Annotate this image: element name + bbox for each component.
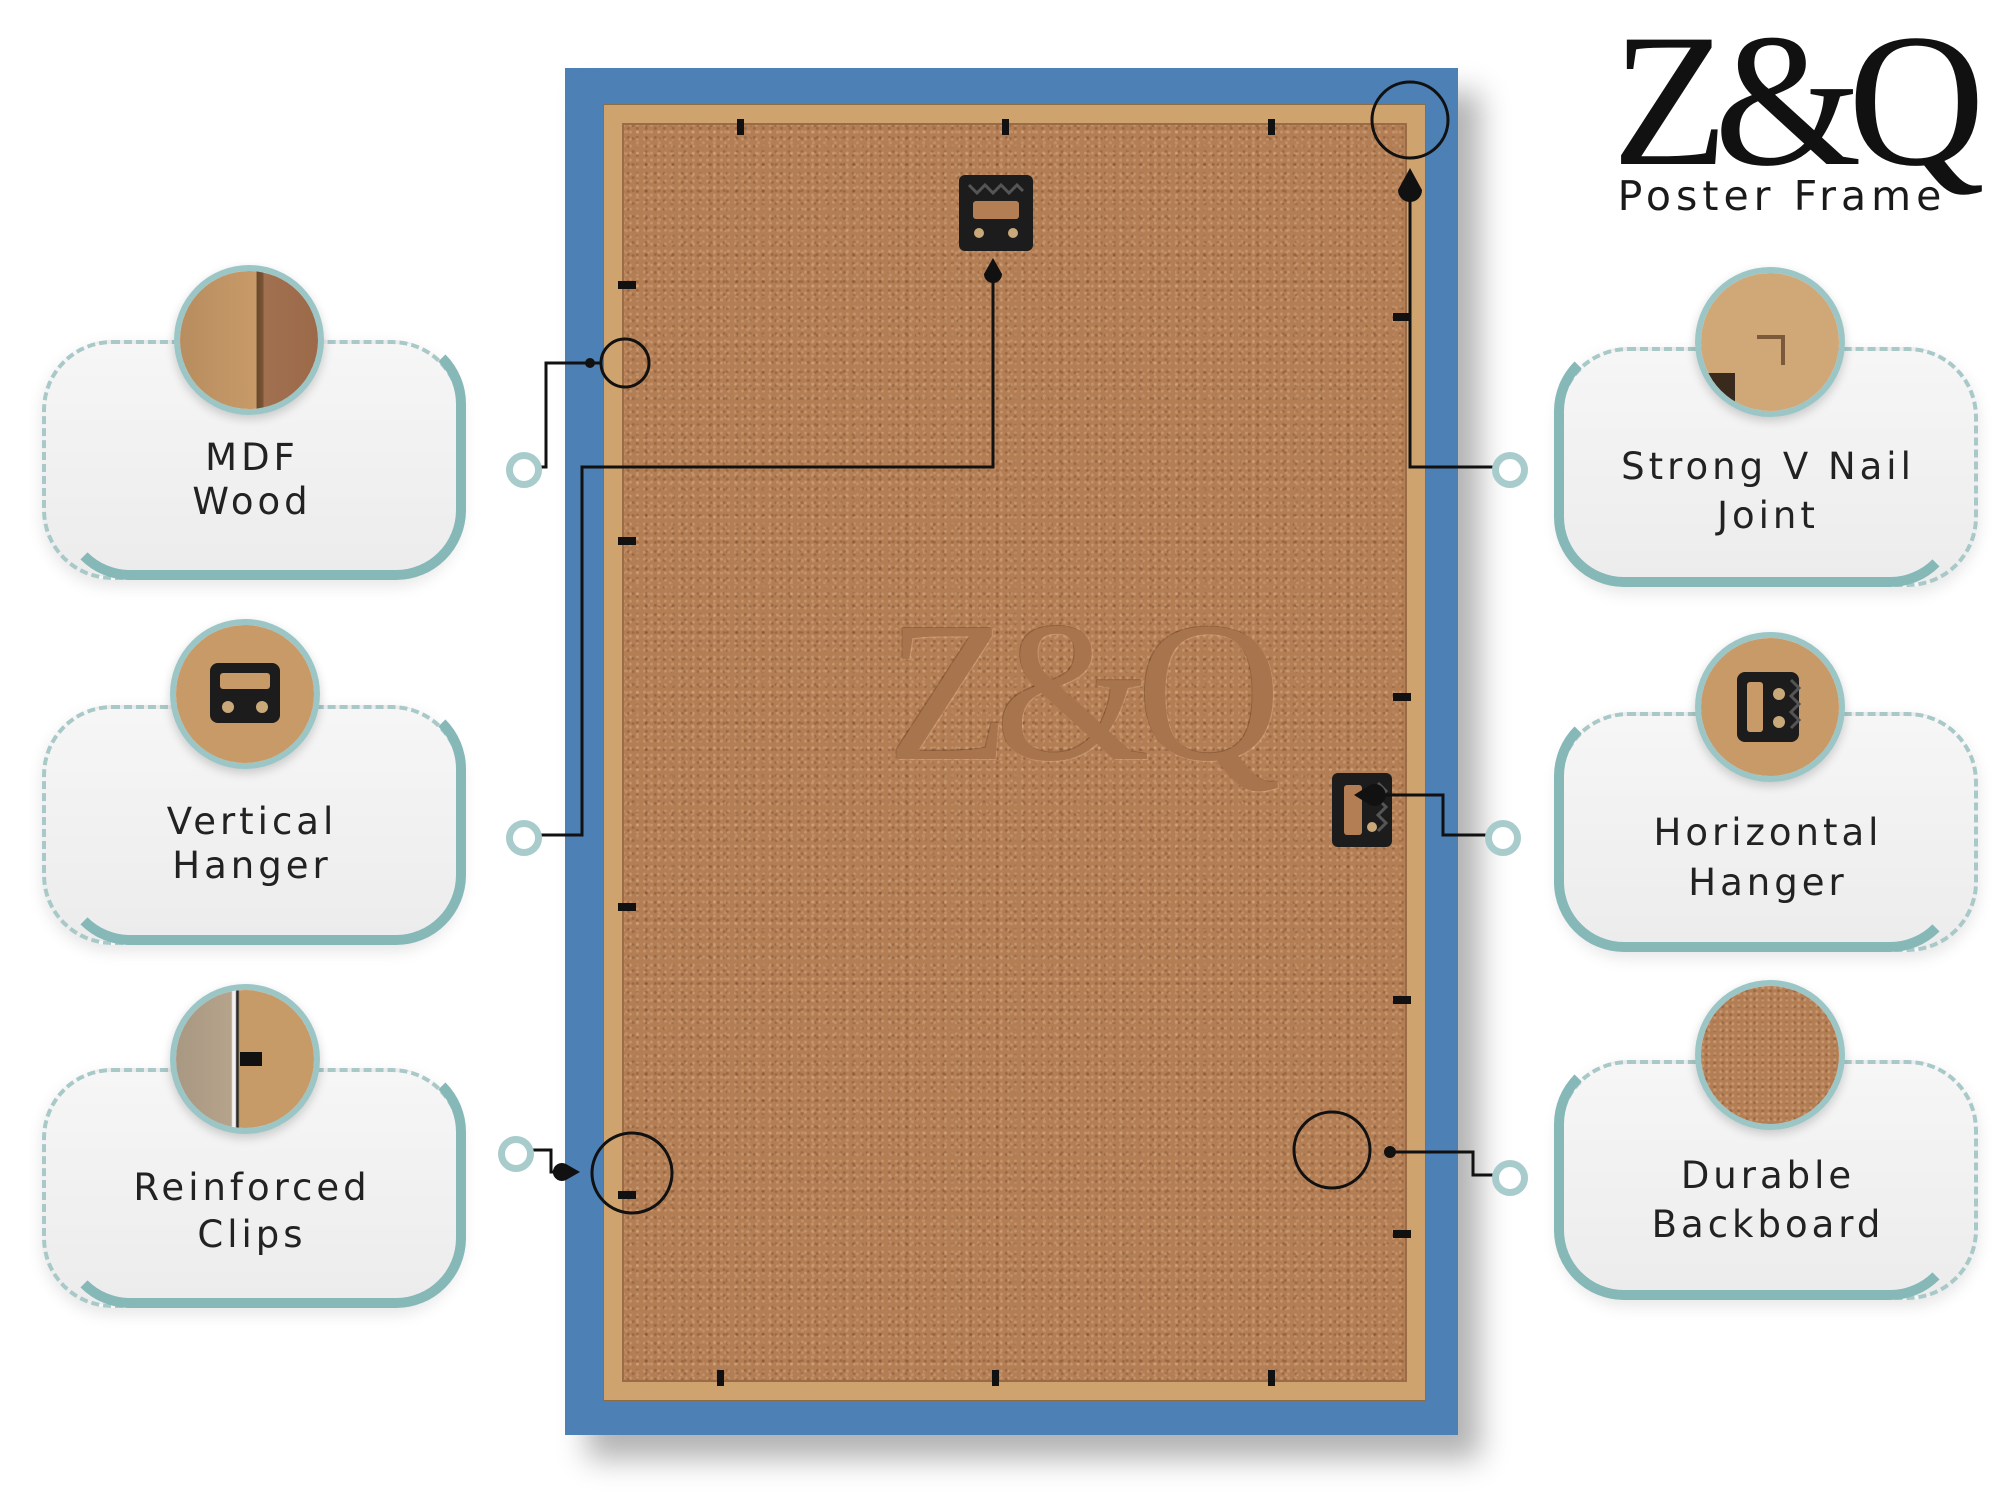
highlight-circle: [599, 337, 651, 389]
clip: [717, 1370, 724, 1386]
durable-backboard-thumb-icon: [1695, 980, 1845, 1130]
connector-pin: [1354, 784, 1386, 806]
feature-label: Reinforced: [133, 1166, 371, 1209]
connector-pin: [1398, 168, 1422, 202]
feature-label: Horizontal: [1653, 811, 1883, 854]
connector-pin: [984, 258, 1002, 283]
clip: [1393, 313, 1411, 321]
feature-label: Joint: [1717, 494, 1819, 537]
v-nail-joint-thumb-icon: [1695, 267, 1845, 417]
connector-dot: [1492, 1160, 1528, 1196]
connector-line: [1385, 1150, 1497, 1177]
highlight-circle: [1370, 80, 1450, 160]
brand-logo: Z&Q: [1612, 0, 1985, 206]
horizontal-hanger-thumb-icon: [1695, 632, 1845, 782]
feature-label: Durable: [1680, 1154, 1856, 1197]
brand-block: Z&Q Poster Frame: [1612, 0, 2000, 260]
connector-end: [585, 358, 595, 368]
highlight-circle: [1292, 1110, 1372, 1190]
connector-dot: [1492, 452, 1528, 488]
horizontal-hanger: [1332, 773, 1392, 847]
feature-label: Vertical: [166, 800, 338, 843]
clip: [618, 1191, 636, 1199]
feature-label: MDF: [205, 436, 299, 479]
vertical-hanger: [959, 175, 1033, 251]
connector-pin: [552, 1163, 580, 1181]
feature-label: Clips: [197, 1213, 307, 1256]
sawtooth-hanger-icon: [963, 179, 1029, 247]
clip: [1393, 693, 1411, 701]
clip: [618, 903, 636, 911]
clip: [1268, 119, 1275, 135]
mdf-wood-thumb-icon: [174, 265, 324, 415]
connector-dot: [498, 1136, 534, 1172]
clip: [618, 537, 636, 545]
reinforced-clips-thumb-icon: [170, 984, 320, 1134]
poster-frame: Z&Q: [565, 68, 1458, 1435]
connector-line: [1370, 793, 1490, 837]
vertical-hanger-thumb-icon: [170, 619, 320, 769]
feature-label: Hanger: [1688, 861, 1848, 904]
clip: [1268, 1370, 1275, 1386]
connector-line: [535, 361, 600, 469]
highlight-circle: [590, 1131, 674, 1215]
clip: [1393, 1230, 1411, 1238]
brand-subtitle: Poster Frame: [1617, 172, 1947, 220]
clip: [1002, 119, 1009, 135]
connector-dot: [506, 820, 542, 856]
feature-label: Backboard: [1651, 1203, 1885, 1246]
clip: [992, 1370, 999, 1386]
feature-label: Strong V Nail: [1621, 445, 1915, 488]
connector-dot: [506, 452, 542, 488]
clip: [618, 281, 636, 289]
connector-end: [1384, 1146, 1396, 1158]
feature-label: Wood: [192, 480, 312, 523]
frame-liner: Z&Q: [603, 104, 1426, 1401]
sawtooth-hanger-icon: [1335, 776, 1389, 844]
clip: [737, 119, 744, 135]
backboard: Z&Q: [618, 119, 1411, 1386]
connector-dot: [1485, 820, 1521, 856]
feature-label: Hanger: [172, 844, 332, 887]
connector-line: [535, 270, 995, 837]
clip: [1393, 996, 1411, 1004]
connector-line: [1408, 180, 1497, 469]
backboard-watermark: Z&Q: [887, 582, 1281, 803]
